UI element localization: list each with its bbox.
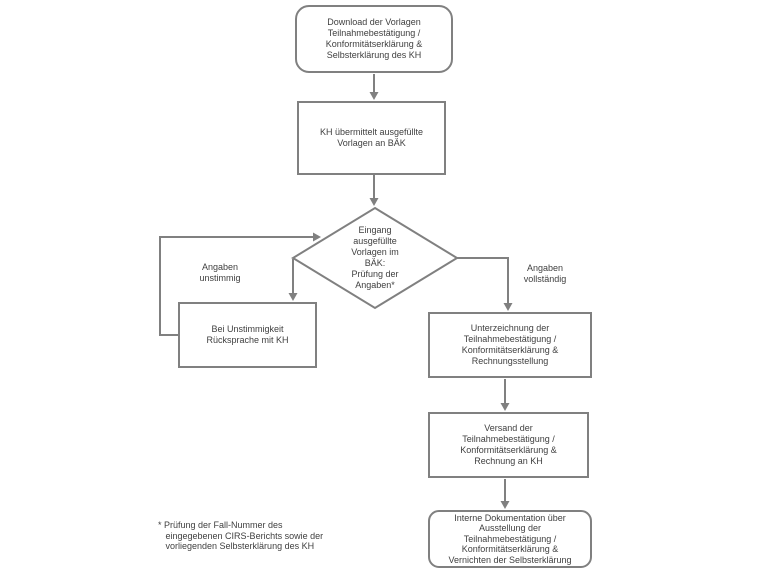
node-decision-label: Eingang ausgefüllte Vorlagen im BÄK: Prü… (351, 225, 399, 290)
connector-decision-to-sign (456, 257, 509, 303)
node-document-terminator: Interne Dokumentation über Ausstellung d… (428, 510, 592, 568)
node-sign-label: Unterzeichnung der Teilnahmebestätigung … (461, 323, 559, 366)
arrow-down-icon (500, 403, 510, 411)
arrow-down-icon (503, 303, 513, 311)
node-submit-process: KH übermittelt ausgefüllte Vorlagen an B… (297, 101, 446, 175)
node-download-label: Download der Vorlagen Teilnahmebestätigu… (325, 17, 423, 60)
edge-label-angaben-vollstaendig: Angaben vollständig (523, 263, 567, 284)
edge-label-angaben-unstimmig: Angaben unstimmig (199, 262, 241, 283)
arrow-down-icon (500, 501, 510, 509)
node-send-process: Versand der Teilnahmebestätigung / Konfo… (428, 412, 589, 478)
footnote-pruefung: * Prüfung der Fall-Nummer des eingegeben… (158, 520, 324, 551)
node-sign-process: Unterzeichnung der Teilnahmebestätigung … (428, 312, 592, 378)
node-send-label: Versand der Teilnahmebestätigung / Konfo… (460, 423, 557, 466)
node-discrepancy-process: Bei Unstimmigkeit Rücksprache mit KH (178, 302, 317, 368)
node-download-terminator: Download der Vorlagen Teilnahmebestätigu… (295, 5, 453, 73)
node-decision-text: Eingang ausgefüllte Vorlagen im BÄK: Prü… (310, 222, 440, 294)
node-submit-label: KH übermittelt ausgefüllte Vorlagen an B… (319, 127, 424, 148)
arrow-down-icon (369, 198, 379, 206)
node-discrepancy-label: Bei Unstimmigkeit Rücksprache mit KH (206, 324, 289, 345)
node-document-label: Interne Dokumentation über Ausstellung d… (448, 512, 572, 565)
arrow-down-icon (288, 293, 298, 301)
arrow-down-icon (369, 92, 379, 100)
